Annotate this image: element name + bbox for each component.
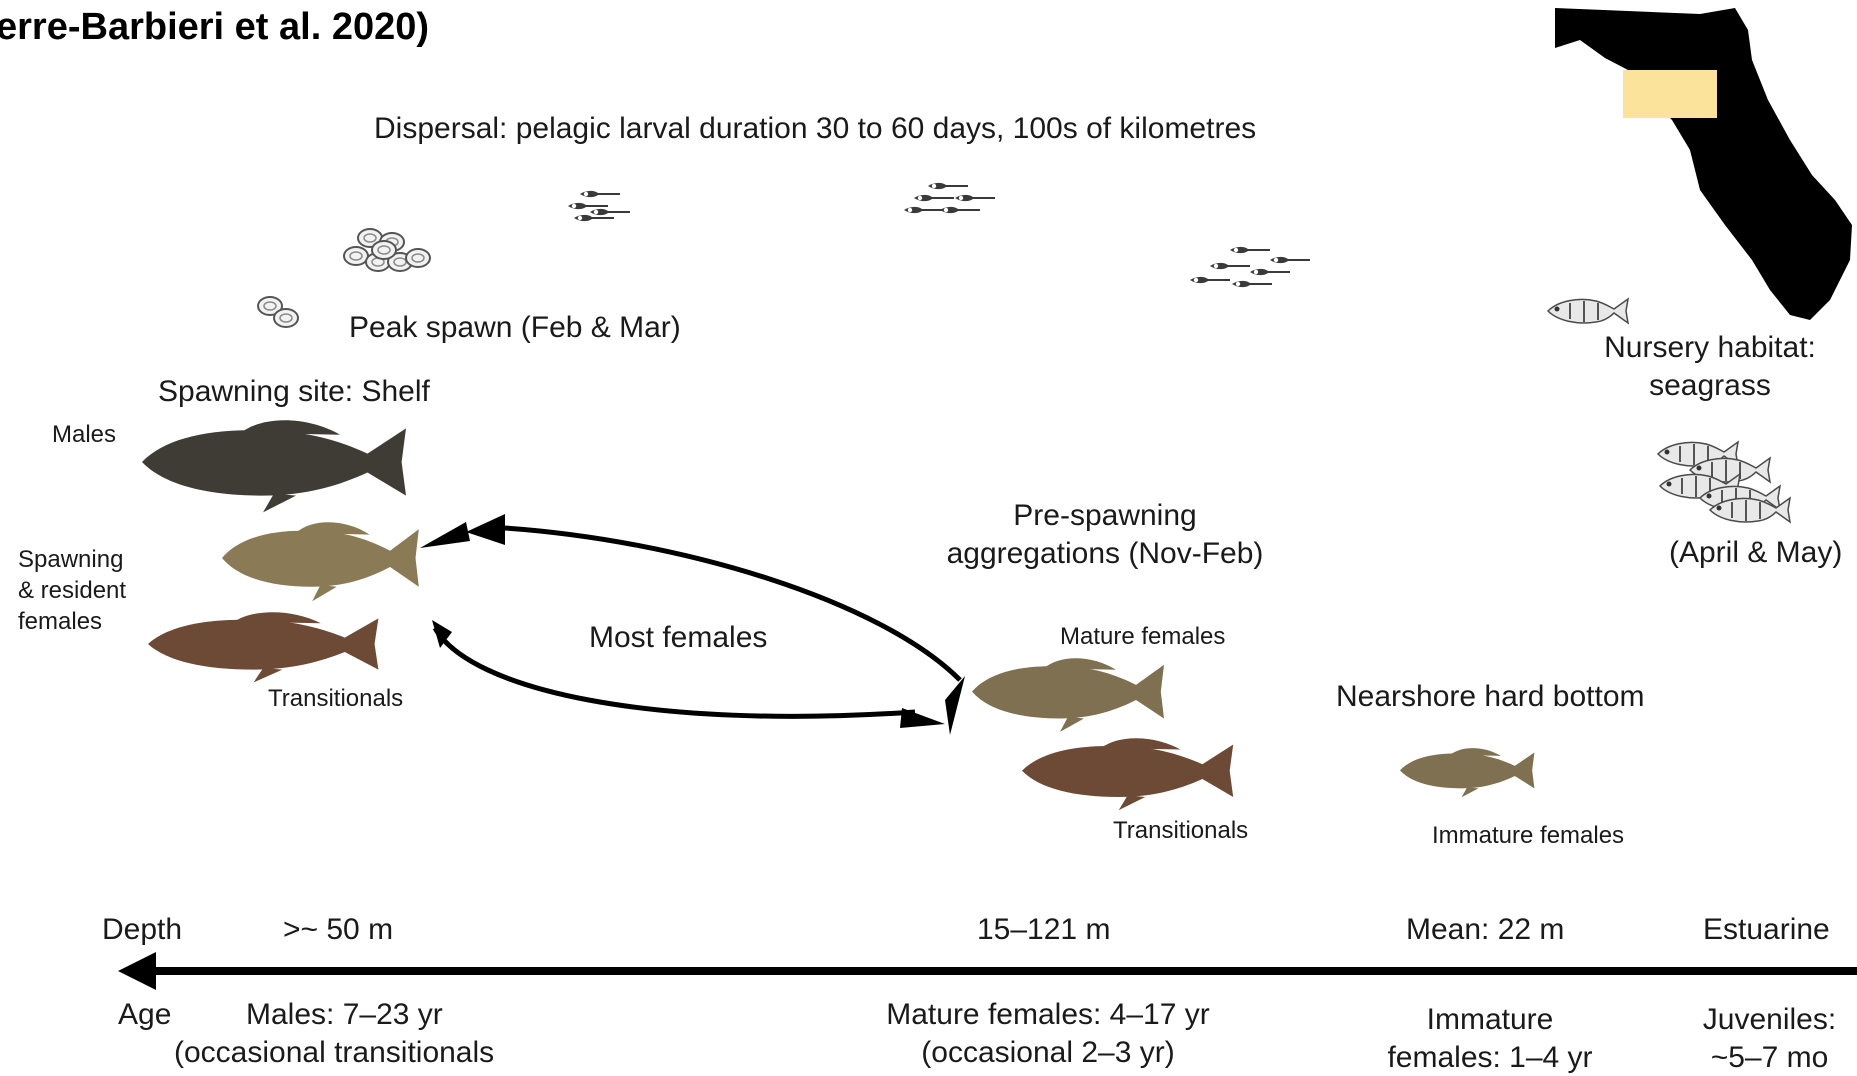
nursery-label-2: seagrass xyxy=(1560,369,1857,404)
study-area-highlight xyxy=(1623,70,1717,118)
nursery-label-1: Nursery habitat: xyxy=(1560,331,1857,366)
larvae-school-icon xyxy=(904,183,995,213)
age-juveniles-value-2: ~5–7 mo xyxy=(1682,1041,1857,1076)
males-label: Males xyxy=(52,421,116,449)
egg-cluster-icon xyxy=(344,229,430,271)
immature-females-label: Immature females xyxy=(1432,822,1624,850)
depth-nursery-value: Estuarine xyxy=(1703,913,1830,948)
age-immature-value-1: Immature xyxy=(1360,1003,1620,1038)
depth-aggregation-value: 15–121 m xyxy=(977,913,1110,948)
dispersal-label: Dispersal: pelagic larval duration 30 to… xyxy=(374,112,1256,147)
age-immature-value-2: females: 1–4 yr xyxy=(1360,1041,1620,1076)
egg-pair-icon xyxy=(258,297,298,327)
peak-spawn-label: Peak spawn (Feb & Mar) xyxy=(349,311,681,346)
larvae-school-icon xyxy=(1190,247,1310,287)
citation-heading: erre-Barbieri et al. 2020) xyxy=(0,6,429,50)
grouper-fish-icon xyxy=(222,522,419,601)
grouper-fish-icon xyxy=(1022,738,1233,810)
april-may-label: (April & May) xyxy=(1669,536,1842,571)
age-mature-value-2: (occasional 2–3 yr) xyxy=(848,1036,1248,1071)
larvae-school-icon xyxy=(568,191,630,221)
most-females-label: Most females xyxy=(589,621,767,656)
spawning-females-label-3: females xyxy=(18,608,102,636)
age-males-value-2: (occasional transitionals xyxy=(174,1036,494,1071)
nearshore-label: Nearshore hard bottom xyxy=(1336,680,1645,715)
grouper-fish-icon xyxy=(142,420,406,512)
grouper-fish-icon xyxy=(972,658,1164,732)
age-juveniles-value-1: Juveniles: xyxy=(1682,1003,1857,1038)
grouper-fish-icon xyxy=(148,612,378,682)
transitionals-mid-label: Transitionals xyxy=(1113,817,1248,845)
spawning-females-label-2: & resident xyxy=(18,577,126,605)
pre-spawning-label-2: aggregations (Nov-Feb) xyxy=(930,537,1280,572)
spawning-site-label: Spawning site: Shelf xyxy=(158,375,430,410)
age-row-label: Age xyxy=(118,998,171,1033)
florida-map-icon xyxy=(1555,8,1852,320)
age-males-value-1: Males: 7–23 yr xyxy=(246,998,443,1033)
spawning-females-label-1: Spawning xyxy=(18,546,123,574)
depth-nearshore-value: Mean: 22 m xyxy=(1406,913,1564,948)
juvenile-fish-icon xyxy=(1548,299,1628,323)
depth-arrow-icon xyxy=(118,952,1857,990)
depth-row-label: Depth xyxy=(102,913,182,948)
grouper-fish-icon xyxy=(1400,748,1534,797)
pre-spawning-label-1: Pre-spawning xyxy=(1005,499,1205,534)
depth-shelf-value: >~ 50 m xyxy=(283,913,393,948)
mature-females-label: Mature females xyxy=(1060,623,1225,651)
age-mature-value-1: Mature females: 4–17 yr xyxy=(848,998,1248,1033)
transitionals-left-label: Transitionals xyxy=(268,685,403,713)
juvenile-school-icon xyxy=(1658,442,1790,522)
